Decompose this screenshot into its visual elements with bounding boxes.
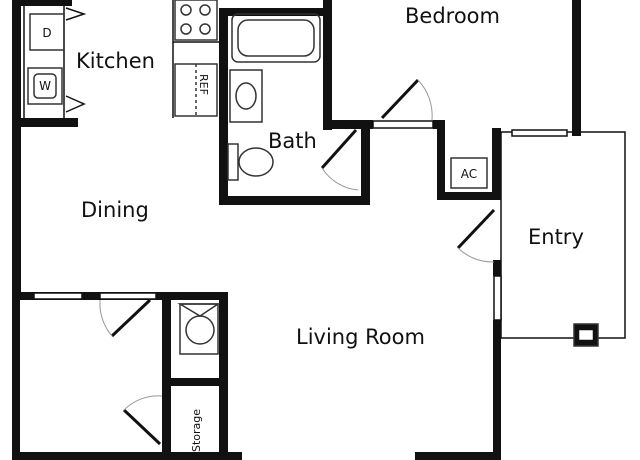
living-right-wall-lower: [493, 320, 501, 460]
laundry-top-wall: [12, 0, 72, 6]
entry-door-swing: [457, 247, 495, 263]
dining-window-2: [99, 292, 157, 300]
washer-drum: [33, 73, 57, 99]
bath-left-wall: [219, 8, 228, 204]
ac-label: AC: [461, 167, 477, 181]
toilet-tank: [227, 143, 239, 181]
south-door-swing: [99, 299, 113, 337]
bath-bottom-wall: [219, 196, 369, 205]
bottom-wall-right: [415, 452, 501, 460]
thin-lines: [15, 0, 626, 460]
ac-unit: [450, 157, 488, 189]
storage-label: Storage: [190, 409, 203, 452]
washer-unit: [27, 67, 63, 105]
bedroom-left-wall: [323, 0, 332, 130]
washer-label: W: [39, 79, 51, 93]
living-room-label: Living Room: [296, 325, 425, 349]
dining-label: Dining: [81, 198, 149, 222]
laundry-door-top: [65, 7, 87, 21]
bath-top-wall: [219, 8, 331, 16]
kitchen-label: Kitchen: [76, 49, 155, 73]
bottom-wall-left: [12, 452, 242, 460]
toilet-bowl: [238, 147, 274, 177]
vanity: [229, 69, 263, 123]
dryer-label: D: [42, 26, 51, 40]
bath-door-swing: [321, 167, 359, 191]
laundry-door-bottom: [65, 95, 86, 113]
dryer-unit: [29, 13, 65, 51]
fixtures: [27, 0, 599, 355]
electrical-panel-slot: [579, 330, 593, 340]
storage-door-leaf: [122, 408, 162, 446]
bedroom-door-swing: [417, 79, 433, 121]
burner-2: [199, 4, 211, 16]
ac-closet-bottom-wall: [437, 192, 499, 200]
labels: Bedroom Kitchen Bath Dining Entry Living…: [39, 4, 584, 452]
left-wall-upper: [12, 0, 21, 300]
burner-3: [180, 23, 192, 35]
living-side-window: [493, 275, 502, 321]
bedroom-opening: [372, 120, 434, 129]
burner-4: [199, 23, 211, 35]
dining-window-1: [33, 292, 83, 300]
bedroom-bottom-wall-left: [323, 120, 373, 129]
bathtub-basin: [237, 19, 315, 57]
bathtub: [231, 13, 321, 63]
sink-basin: [235, 82, 257, 110]
living-right-wall-stub: [493, 260, 501, 276]
bedroom-right-wall: [572, 0, 581, 136]
bedroom-label: Bedroom: [405, 4, 500, 28]
burner-1: [180, 4, 192, 16]
bath-label: Bath: [268, 129, 317, 153]
entry-window: [511, 129, 568, 137]
refrigerator-label: REF: [197, 74, 210, 95]
water-heater: [185, 315, 215, 345]
closet-divider-wall: [162, 378, 228, 386]
south-door-leaf: [110, 298, 152, 338]
bedroom-door-leaf: [380, 78, 420, 120]
doors: [99, 78, 496, 446]
ac-closet-right-wall: [492, 128, 501, 200]
ac-closet-left-wall: [437, 120, 445, 200]
closet-right-wall: [219, 292, 228, 460]
kitchen-lower-wall: [18, 118, 78, 127]
stove: [174, 0, 218, 41]
entry-label: Entry: [528, 225, 584, 249]
entry-door-leaf: [456, 208, 496, 250]
water-heater-vent: [177, 303, 221, 317]
closet-left-wall: [162, 292, 171, 460]
storage-door-swing: [123, 395, 163, 411]
bath-door-leaf: [320, 128, 358, 170]
bath-right-wall: [361, 120, 370, 205]
